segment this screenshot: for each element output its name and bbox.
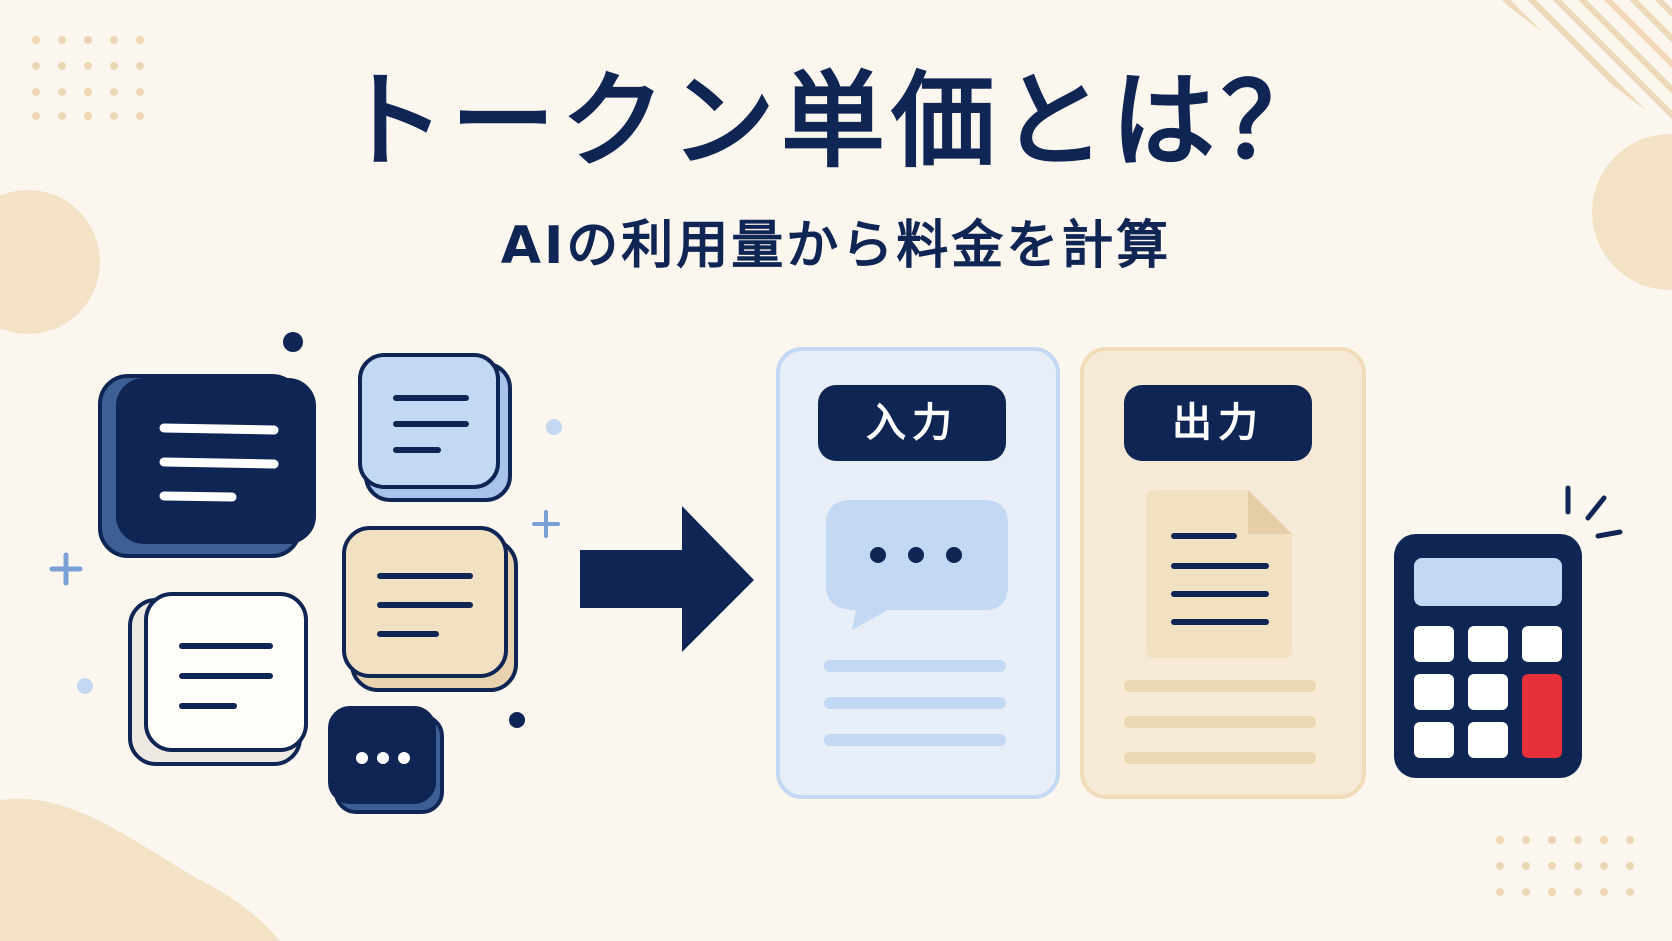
output-label: 出力 [1172, 400, 1264, 446]
input-pill [818, 385, 1006, 461]
document-icon [1146, 490, 1292, 658]
page-title: トークン単価とは？ [340, 60, 1331, 182]
arrow-right-icon [580, 506, 754, 652]
dot-grid-top-left [32, 36, 144, 120]
page-subtitle: AIの利用量から料金を計算 [500, 216, 1172, 276]
token-card-icon [128, 592, 308, 766]
output-pill [1124, 385, 1312, 461]
token-card-icon [328, 706, 444, 814]
token-card-icon [342, 526, 518, 692]
dot-grid-bottom-right [1496, 836, 1634, 896]
sparkle-icon [49, 332, 562, 728]
output-panel [1080, 347, 1366, 799]
input-label: 入力 [866, 400, 958, 446]
token-card-icon [98, 374, 316, 558]
calculator-icon [1394, 485, 1623, 778]
chat-bubble-icon [826, 500, 1008, 630]
input-panel [776, 347, 1060, 799]
token-card-icon [358, 353, 512, 502]
